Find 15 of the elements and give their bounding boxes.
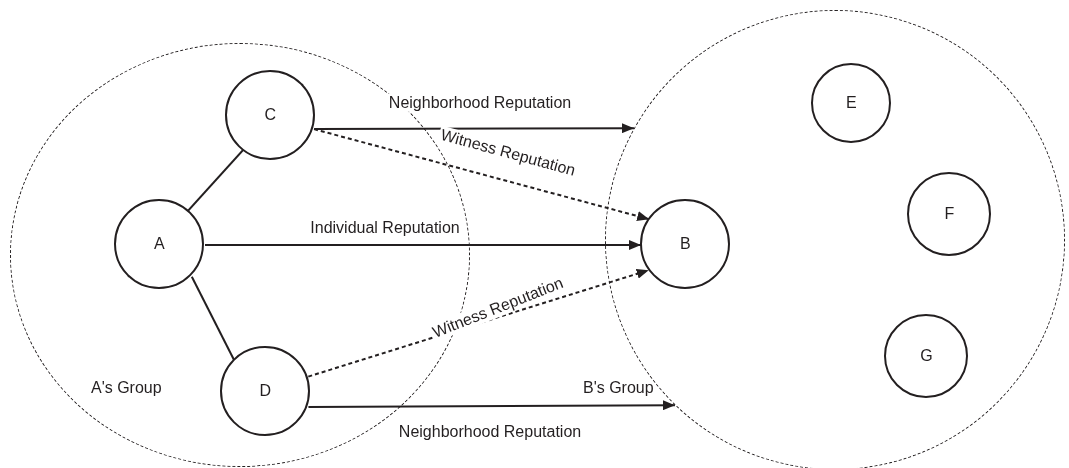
group-label: A's Group bbox=[91, 379, 162, 397]
group-label: B's Group bbox=[583, 379, 654, 397]
edge-label: Individual Reputation bbox=[308, 218, 462, 238]
agent-label: C bbox=[264, 107, 277, 124]
agent-label: D bbox=[259, 383, 272, 400]
edge-label: Neighborhood Reputation bbox=[386, 93, 574, 113]
arrow bbox=[204, 240, 642, 250]
agent-label: G bbox=[920, 348, 933, 365]
connector-line bbox=[190, 275, 236, 362]
agent-label: B bbox=[680, 236, 691, 253]
agent-label: E bbox=[846, 95, 857, 112]
arrow bbox=[313, 123, 636, 134]
agent-label: A bbox=[154, 236, 165, 253]
arrow bbox=[307, 400, 676, 411]
agent-label: F bbox=[944, 206, 955, 223]
